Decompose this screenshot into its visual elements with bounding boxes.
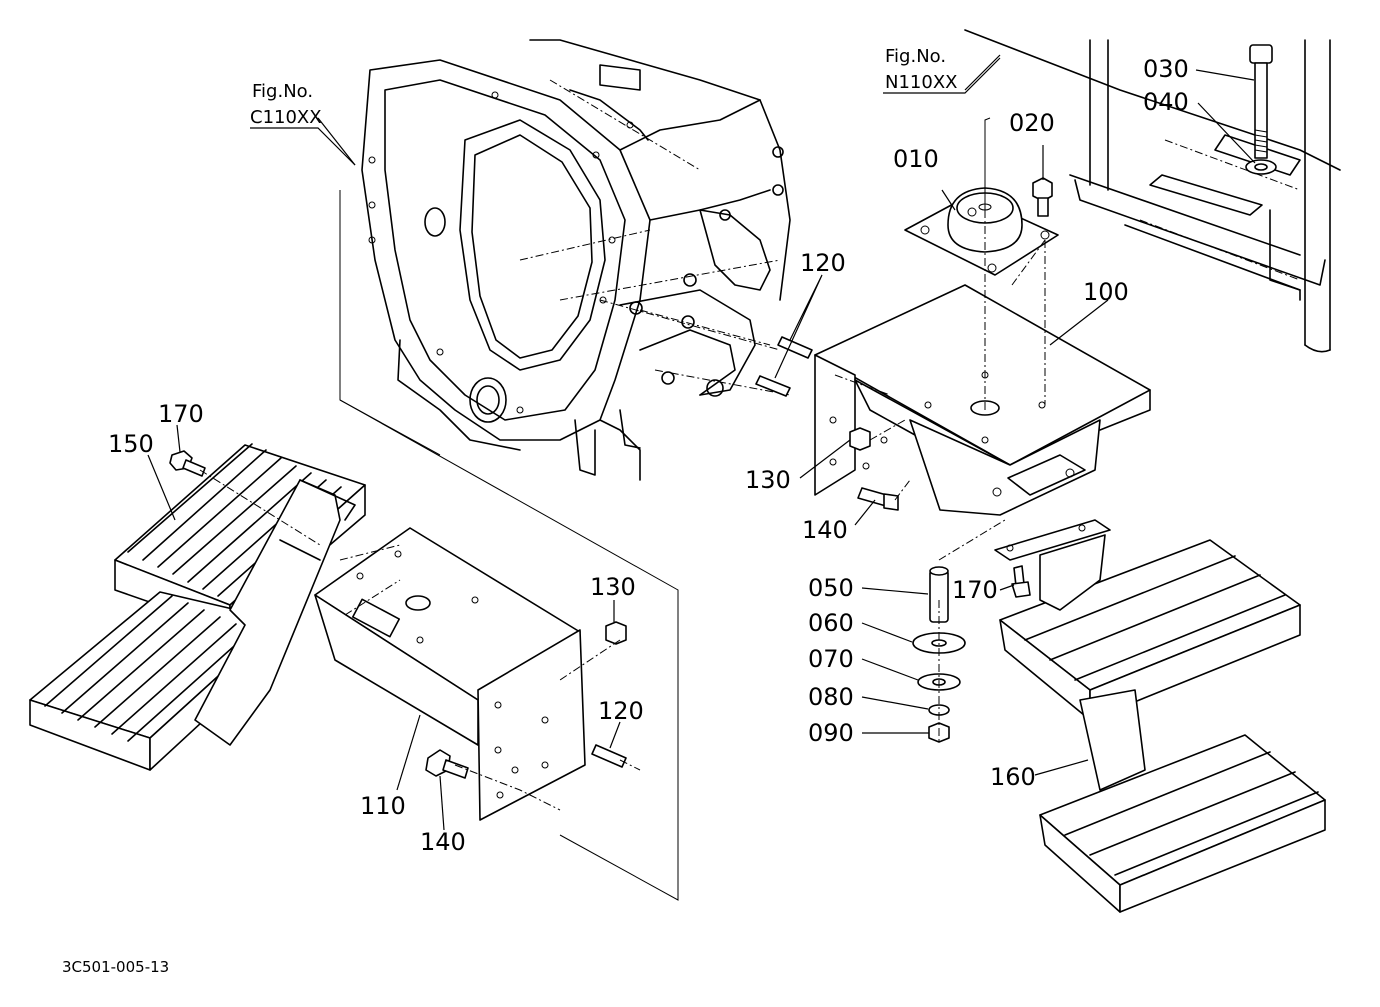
rubber-mount-010 [904, 187, 1059, 276]
callout-040: 040 [1143, 88, 1189, 116]
washer-040 [1245, 159, 1277, 175]
stud-120-upper [755, 336, 813, 397]
callout-170-left: 170 [158, 400, 204, 428]
callout-110: 110 [360, 792, 406, 820]
callout-030: 030 [1143, 55, 1189, 83]
callout-080: 080 [808, 683, 854, 711]
nut-130-upper [849, 427, 871, 451]
callout-010: 010 [893, 145, 939, 173]
callout-140-lower: 140 [420, 828, 466, 856]
callout-050: 050 [808, 574, 854, 602]
bolt-170-left [169, 450, 206, 477]
figure-ref-c110xx: Fig.No. C110XX [250, 81, 356, 166]
assembly-lines [199, 117, 991, 901]
callout-170-right: 170 [952, 576, 998, 604]
callout-140-upper: 140 [802, 516, 848, 544]
bolt-140-lower [425, 749, 469, 779]
callout-060: 060 [808, 609, 854, 637]
figure-ref-n110xx-line1: Fig.No. [885, 46, 946, 67]
bolt-170-right [1011, 565, 1031, 598]
bracket-100 [814, 210, 1151, 516]
step-150 [29, 443, 366, 771]
callout-120-lower: 120 [598, 697, 644, 725]
frame-corner [964, 29, 1341, 353]
figure-ref-c110xx-line1: Fig.No. [252, 81, 313, 102]
callout-160: 160 [990, 763, 1036, 791]
clutch-housing [361, 39, 791, 481]
figure-ref-n110xx: Fig.No. N110XX [883, 46, 1001, 94]
bracket-110 [314, 527, 586, 821]
callout-labels: 010 020 030 040 050 060 070 080 090 100 … [108, 55, 1189, 856]
bolt-140-upper [857, 487, 899, 511]
figure-ref-c110xx-line2: C110XX [250, 107, 322, 128]
callout-100: 100 [1083, 278, 1129, 306]
step-160 [994, 519, 1326, 913]
callout-090: 090 [808, 719, 854, 747]
bolt-030 [1249, 44, 1273, 159]
figure-ref-n110xx-line2: N110XX [885, 72, 957, 93]
callout-020: 020 [1009, 109, 1055, 137]
callout-130-upper: 130 [745, 466, 791, 494]
callout-070: 070 [808, 645, 854, 673]
callout-130-lower: 130 [590, 573, 636, 601]
callout-120-upper: 120 [800, 249, 846, 277]
leader-lines [147, 54, 1256, 831]
stud-120-lower [591, 744, 627, 768]
callout-150: 150 [108, 430, 154, 458]
drawing-number: 3C501-005-13 [62, 958, 169, 976]
spacer-050 [929, 566, 949, 623]
bolt-020 [1032, 177, 1053, 217]
nut-130-lower [605, 621, 627, 645]
